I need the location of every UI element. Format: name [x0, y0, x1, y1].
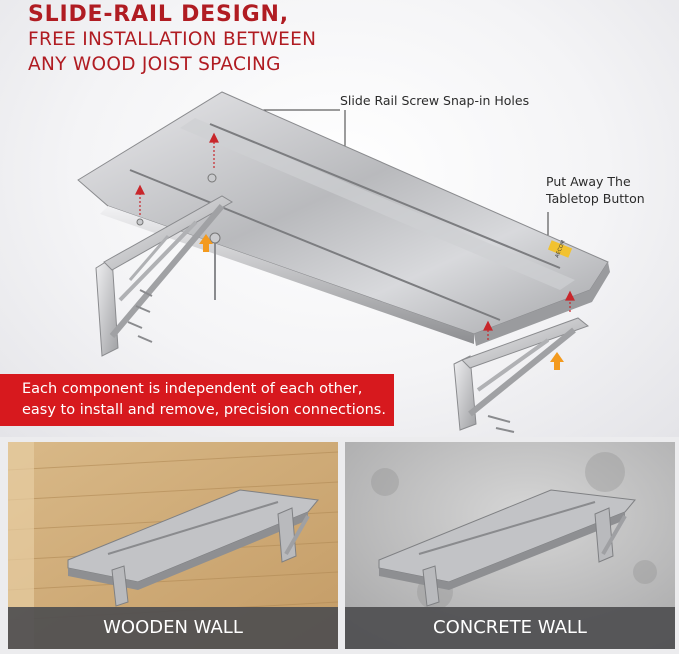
headline-line-2: FREE INSTALLATION BETWEEN	[28, 29, 317, 50]
wooden-wall-panel: WOODEN WALL	[8, 442, 338, 649]
screws	[127, 232, 221, 343]
alignment-arrows	[135, 132, 575, 340]
banner-line-2: easy to install and remove, precision co…	[22, 402, 386, 418]
headline: SLIDE-RAIL DESIGN, FREE INSTALLATION BET…	[28, 2, 316, 77]
callout-button-line-1: Put Away The	[546, 174, 631, 189]
push-arrows	[199, 234, 564, 370]
right-bracket	[453, 317, 590, 433]
callout-button-line-2: Tabletop Button	[546, 191, 645, 206]
left-bracket	[95, 173, 233, 357]
callout-tabletop-button: Put Away The Tabletop Button	[546, 173, 645, 207]
feature-banner: Each component is independent of each ot…	[0, 374, 394, 426]
exploded-shelf-illustration: AECOM	[77, 91, 610, 433]
callout-snap-in-holes: Slide Rail Screw Snap-in Holes	[340, 93, 530, 108]
headline-line-3: ANY WOOD JOIST SPACING	[28, 54, 281, 75]
concrete-wall-label: CONCRETE WALL	[345, 607, 675, 649]
wooden-wall-label: WOODEN WALL	[8, 607, 338, 649]
concrete-wall-panel: CONCRETE WALL	[345, 442, 675, 649]
tabletop: AECOM	[77, 91, 610, 346]
brand-sticker	[547, 240, 573, 258]
banner-line-1: Each component is independent of each ot…	[22, 381, 363, 397]
headline-line-1: SLIDE-RAIL DESIGN,	[28, 2, 289, 27]
